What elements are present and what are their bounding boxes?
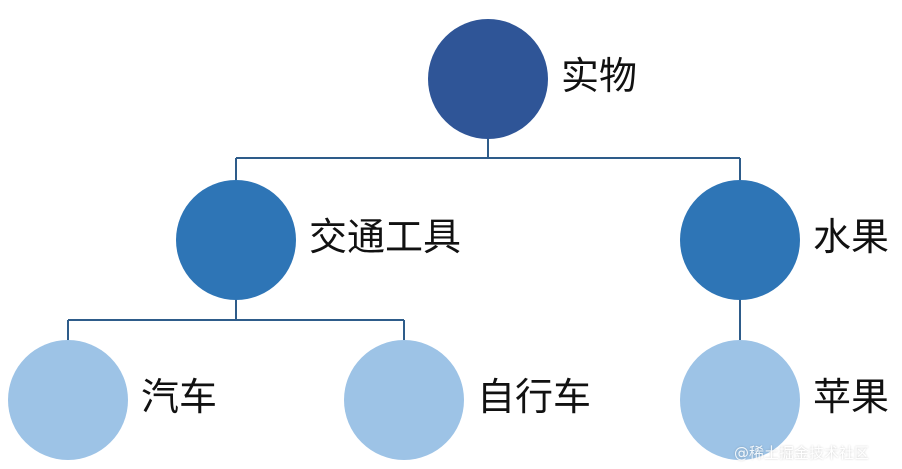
node-apple-label: 苹果 xyxy=(813,375,890,419)
node-fruit-label: 水果 xyxy=(813,215,890,259)
watermark-text: @稀土掘金技术社区 xyxy=(734,444,870,462)
nodes xyxy=(8,19,800,460)
node-bike-circle xyxy=(344,340,464,460)
connectors xyxy=(67,138,741,340)
node-car-label: 汽车 xyxy=(141,375,218,419)
node-vehicle-circle xyxy=(176,180,296,300)
node-root-circle xyxy=(428,19,548,139)
node-fruit-circle xyxy=(680,180,800,300)
node-car-circle xyxy=(8,340,128,460)
node-root-label: 实物 xyxy=(561,54,638,98)
node-apple-circle xyxy=(680,340,800,460)
node-vehicle-label: 交通工具 xyxy=(309,215,462,259)
node-bike-label: 自行车 xyxy=(477,375,592,419)
